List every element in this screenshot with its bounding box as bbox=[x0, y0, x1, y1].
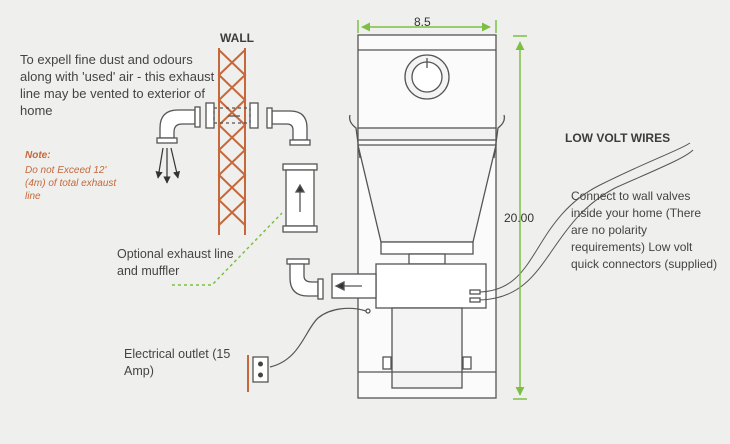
electrical-outlet-label: Electrical outlet (15 Amp) bbox=[124, 347, 231, 378]
height-dimension: 20.00 bbox=[504, 211, 535, 225]
low-volt-wires-label: LOW VOLT WIRES bbox=[565, 131, 671, 145]
dimension-lines bbox=[357, 20, 527, 400]
wall-pipe bbox=[205, 102, 259, 129]
muffler-leader bbox=[172, 212, 283, 286]
connect-note: Connect to wall valves inside your home … bbox=[571, 189, 718, 271]
exhaust-elbow-icon bbox=[286, 258, 324, 300]
note-title: Note: bbox=[25, 150, 51, 161]
note-body: Do not Exceed 12' (4m) of total exhaust … bbox=[25, 165, 117, 202]
wall-lattice bbox=[217, 48, 247, 235]
low-volt-wire bbox=[479, 142, 691, 293]
wall-label: WALL bbox=[220, 31, 254, 45]
width-dimension: 8.5 bbox=[414, 15, 431, 29]
muffler-icon bbox=[282, 163, 318, 233]
exhaust-note: To expell fine dust and odours along wit… bbox=[20, 52, 215, 118]
exhaust-elbow-icon bbox=[266, 107, 311, 146]
exhaust-arrows bbox=[155, 147, 181, 184]
power-cord bbox=[269, 307, 367, 368]
vacuum-unit bbox=[331, 34, 506, 399]
optional-exhaust-label: Optional exhaust line and muffler bbox=[117, 247, 234, 278]
exhaust-elbow-icon bbox=[156, 106, 201, 144]
outlet-icon bbox=[247, 355, 269, 392]
